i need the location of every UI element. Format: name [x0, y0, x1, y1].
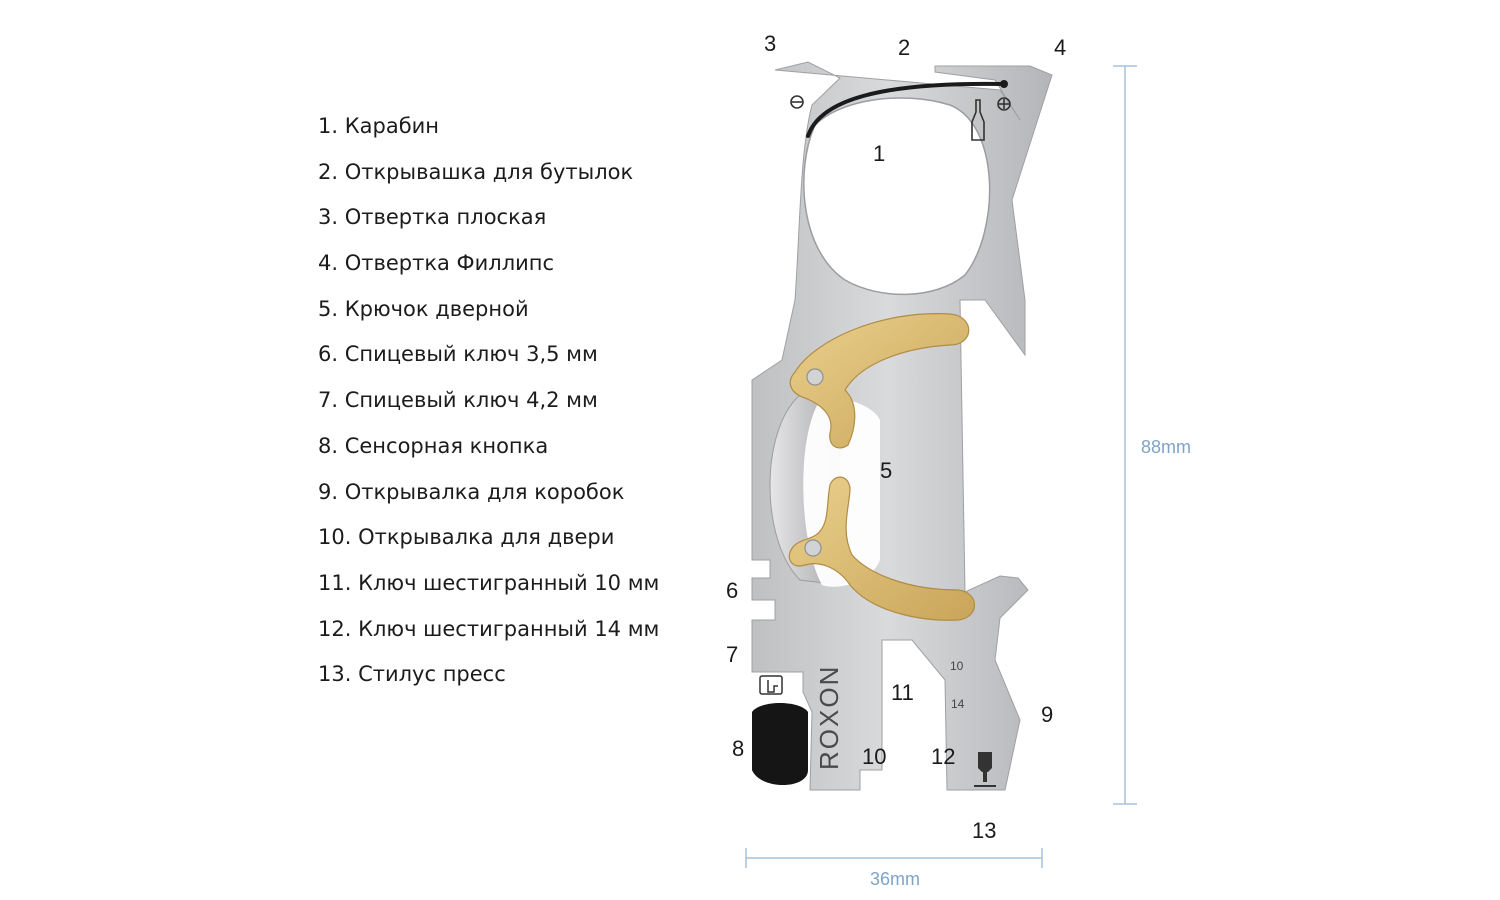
flat-screwdriver-icon — [790, 95, 804, 109]
legend-item: 13. Стилус пресс — [318, 662, 506, 687]
brand-engraving: ROXON — [814, 665, 844, 770]
legend-item: 4. Отвертка Филлипс — [318, 251, 555, 276]
legend-item: 10. Открывалка для двери — [318, 525, 615, 550]
legend-item: 2. Открывашка для бутылок — [318, 159, 634, 184]
touch-button-icon — [759, 675, 783, 695]
callout-12: 12 — [931, 744, 956, 769]
callout-9: 9 — [1041, 702, 1054, 727]
rivet-lower — [804, 539, 822, 557]
legend-item: 3. Отвертка плоская — [318, 205, 547, 230]
callout-10: 10 — [862, 744, 887, 769]
callout-11: 11 — [891, 680, 914, 705]
width-dimension-label: 36mm — [870, 869, 921, 889]
legend-item: 5. Крючок дверной — [318, 296, 529, 321]
stylus-press-icon — [978, 752, 992, 782]
bottle-icon — [971, 99, 985, 141]
callout-13: 13 — [972, 818, 997, 843]
callout-6: 6 — [726, 578, 739, 603]
callout-8: 8 — [732, 736, 745, 761]
feature-legend: 1. Карабин 2. Открывашка для бутылок 3. … — [318, 104, 659, 698]
height-dimension-label: 88mm — [1141, 437, 1192, 457]
brass-hook-upper — [789, 313, 970, 449]
legend-item: 11. Ключ шестигранный 10 мм — [318, 570, 660, 595]
callout-1: 1 — [873, 141, 886, 166]
carabiner-hole — [803, 97, 991, 296]
legend-item: 12. Ключ шестигранный 14 мм — [318, 616, 660, 641]
callout-4: 4 — [1054, 35, 1067, 60]
legend-item: 8. Сенсорная кнопка — [318, 433, 549, 458]
height-dimension — [1113, 65, 1137, 805]
hex-10-engraving: 10 — [950, 659, 964, 673]
width-dimension — [745, 848, 1043, 868]
legend-item: 6. Спицевый ключ 3,5 мм — [318, 342, 598, 367]
phillips-screwdriver-icon — [997, 97, 1011, 111]
legend-item: 7. Спицевый ключ 4,2 мм — [318, 388, 598, 413]
legend-item: 1. Карабин — [318, 114, 440, 138]
hex-14-engraving: 14 — [951, 697, 965, 711]
callout-5: 5 — [880, 458, 893, 483]
callout-7: 7 — [726, 642, 739, 667]
callout-3: 3 — [764, 31, 777, 56]
stylus-tip — [752, 703, 808, 785]
callout-2: 2 — [898, 35, 911, 60]
rivet-upper — [806, 368, 824, 386]
carabiner-wire — [806, 81, 1006, 138]
legend-item: 9. Открывалка для коробок — [318, 479, 625, 504]
brass-hook-lower — [788, 476, 975, 621]
